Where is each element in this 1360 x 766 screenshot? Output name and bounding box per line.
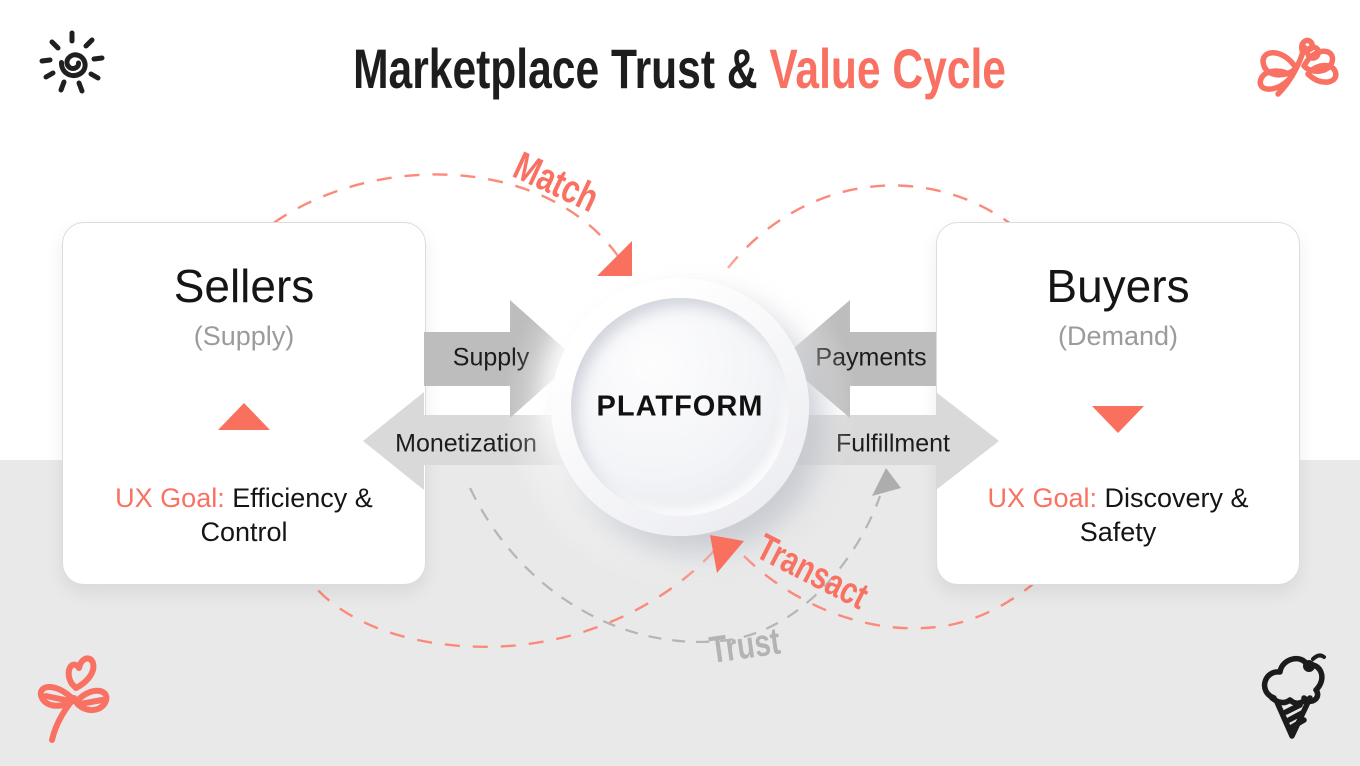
- match-arc-left: [251, 173, 619, 257]
- match-arc-right: [727, 184, 1074, 301]
- sellers-title: Sellers: [173, 260, 315, 312]
- trust-arrowhead-icon: [872, 468, 901, 496]
- platform-circle-inner: PLATFORM: [571, 298, 789, 516]
- page-title-prefix: Marketplace Trust &: [353, 37, 770, 100]
- sun-doodle-icon: [39, 30, 105, 94]
- butterfly-doodle-icon: [1257, 37, 1339, 97]
- match-arrowhead-icon: [597, 241, 632, 276]
- sellers-ux-goal-text: Efficiency & Control: [200, 483, 373, 547]
- sellers-subtitle: (Supply): [193, 321, 295, 351]
- platform-circle: PLATFORM: [551, 278, 809, 536]
- up-triangle-icon: [218, 403, 270, 430]
- down-triangle-icon: [1092, 406, 1144, 433]
- transact-arc-right: [743, 544, 1071, 630]
- buyers-title: Buyers: [1046, 260, 1190, 312]
- sellers-ux-goal: UX Goal: Efficiency & Control: [94, 481, 394, 549]
- transact-arc-left: [300, 545, 719, 648]
- page-title-accent: Value Cycle: [769, 37, 1007, 100]
- ice-cream-doodle-icon: [1261, 653, 1326, 739]
- buyers-ux-goal: UX Goal: Discovery & Safety: [968, 481, 1268, 549]
- fulfillment-label: Fulfillment: [836, 429, 950, 458]
- page-title: Marketplace Trust & Value Cycle: [0, 36, 1360, 101]
- buyers-ux-goal-text: Discovery & Safety: [1079, 483, 1249, 547]
- sellers-ux-goal-label: UX Goal:: [115, 483, 225, 513]
- buyers-ux-goal-label: UX Goal:: [987, 483, 1097, 513]
- heart-sprout-doodle-icon: [37, 655, 110, 743]
- platform-label: PLATFORM: [596, 390, 764, 423]
- transact-arrowhead-icon: [710, 535, 744, 573]
- buyers-card: Buyers (Demand) UX Goal: Discovery & Saf…: [936, 222, 1300, 585]
- buyers-subtitle: (Demand): [1057, 321, 1179, 351]
- sellers-card: Sellers (Supply) UX Goal: Efficiency & C…: [62, 222, 426, 585]
